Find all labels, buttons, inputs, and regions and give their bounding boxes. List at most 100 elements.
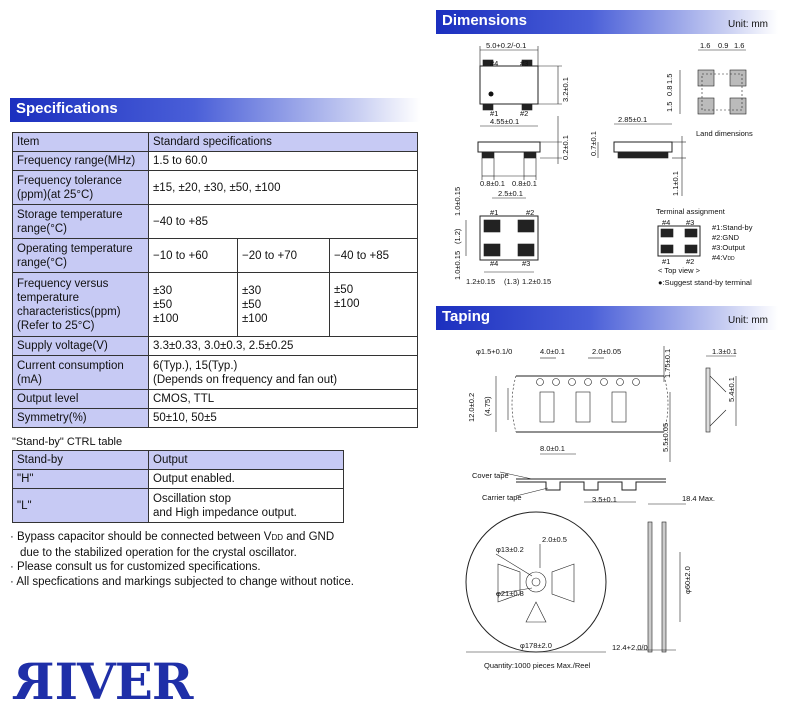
note-item: · Please consult us for customized speci… (10, 561, 261, 573)
pin-label: #4 (490, 59, 498, 68)
land-dim: 1.5 (665, 102, 674, 112)
dim-bottom-pitch: 2.5±0.1 (498, 189, 523, 198)
pin-label: #1 (490, 109, 498, 118)
standby-header: Stand-by (12, 450, 149, 470)
tape-width: 12.0±0.2 (467, 393, 476, 422)
pin-label: #2 (520, 109, 528, 118)
row-value: −40 to +85 (329, 238, 418, 273)
carrier-tape-label: Carrier tape (482, 493, 522, 502)
row-value: 6(Typ.), 15(Typ.)(Depends on frequency a… (148, 355, 418, 390)
terminal-4: #4:VDD (712, 253, 735, 262)
table-row: Output level CMOS, TTL (12, 389, 418, 409)
specifications-banner: Specifications (10, 98, 420, 122)
dim-side-width: 4.55±0.1 (490, 117, 519, 126)
cover-tape-label: Cover tape (472, 471, 509, 480)
notes: · Bypass capacitor should be connected b… (10, 530, 354, 589)
reel-inner-width: 12.4+2.0/0 (612, 643, 648, 652)
terminal-2: #2:GND (712, 233, 740, 242)
land-dim: 0.8 (665, 86, 674, 96)
tape-pitch4: 4.0±0.1 (540, 347, 565, 356)
pin-label: #3 (686, 218, 694, 227)
row-value: −40 to +85 (148, 204, 418, 239)
table-row: Supply voltage(V) 3.3±0.33, 3.0±0.3, 2.5… (12, 336, 418, 356)
item-header: Item (12, 132, 149, 152)
reel-hub: φ13±0.2 (496, 545, 524, 554)
river-logo: RIVER (14, 652, 193, 711)
dim-bottom-h1: 1.0±0.15 (453, 187, 462, 216)
pin-label: #1 (490, 208, 498, 217)
pin-label: #2 (526, 208, 534, 217)
dim-bottom-mid: (1.2) (453, 228, 462, 244)
tape-inner: (4.75) (483, 396, 492, 416)
row-label: Frequency tolerance(ppm)(at 25°C) (12, 170, 149, 205)
tape-pitch2: 2.0±0.05 (592, 347, 621, 356)
row-label: Output level (12, 389, 149, 409)
table-row: "H" Output enabled. (12, 469, 344, 489)
land-caption: Land dimensions (696, 129, 753, 138)
reel-width: 18.4 Max. (682, 494, 715, 503)
standby-dot (488, 91, 494, 97)
dim-height: 3.2±0.1 (561, 77, 570, 102)
tape-depth: 3.5±0.1 (592, 495, 617, 504)
row-value: ±50±100 (329, 272, 418, 337)
dimensions-unit: Unit: mm (728, 19, 768, 30)
dim-pad-width: 0.8±0.1 (480, 179, 505, 188)
suggest-label: ●:Suggest stand-by terminal (658, 278, 752, 287)
taping-banner: Taping (436, 306, 778, 330)
output-header: Output (148, 450, 344, 470)
terminal-title: Terminal assignment (656, 207, 726, 216)
row-value: 50±10, 50±5 (148, 408, 418, 428)
reel-quantity: Quantity:1000 pieces Max./Reel (484, 661, 591, 670)
dim-side-height: 0.2±0.1 (561, 135, 570, 160)
land-dim: 1.6 (734, 41, 744, 50)
dimensions-drawing: 5.0+0.2/-0.1 #4 #3 #1 #2 3.2±0.1 4.55±0.… (453, 41, 753, 287)
row-value: 3.3±0.33, 3.0±0.3, 2.5±0.25 (148, 336, 418, 356)
dim-width: 5.0+0.2/-0.1 (486, 41, 526, 50)
note-item: · All specfications and markings subject… (10, 575, 354, 588)
dim-bottom-mid-w: (1.3) (504, 277, 520, 286)
tape-hole: φ1.5+0.1/0 (476, 347, 512, 356)
table-row: Current consumption(mA) 6(Typ.), 15(Typ.… (12, 355, 418, 390)
dimensions-title: Dimensions (442, 12, 528, 29)
table-row: Symmetry(%) 50±10, 50±5 (12, 408, 418, 428)
standby-caption: "Stand-by" CTRL table (12, 436, 123, 448)
dim-bottom-w2: 1.2±0.15 (522, 277, 551, 286)
row-value: −10 to +60 (148, 238, 238, 273)
row-value: Output enabled. (148, 469, 344, 489)
reel-hub-dia: φ60±2.0 (683, 566, 692, 594)
row-value: −20 to +70 (237, 238, 330, 273)
row-value: CMOS, TTL (148, 389, 418, 409)
taping-title: Taping (442, 308, 491, 325)
dim-end-width: 2.85±0.1 (618, 115, 647, 124)
table-row: Frequency range(MHz) 1.5 to 60.0 (12, 151, 418, 171)
standard-header: Standard specifications (148, 132, 418, 152)
reel-diameter: φ178±2.0 (520, 641, 552, 650)
dim-total-height: 1.1±0.1 (671, 171, 680, 196)
terminal-1: #1:Stand-by (712, 223, 753, 232)
tape-cavity: 5.4±0.1 (727, 377, 736, 402)
row-value: ±15, ±20, ±30, ±50, ±100 (148, 170, 418, 205)
taping-drawing: φ1.5+0.1/0 4.0±0.1 2.0±0.05 1.75±0.1 1.3… (465, 346, 737, 670)
note-item: · Bypass capacitor should be connected b… (10, 531, 335, 543)
row-label: Frequency range(MHz) (12, 151, 149, 171)
note-item: due to the stabilized operation for the … (20, 546, 297, 559)
dim-pad-width2: 0.8±0.1 (512, 179, 537, 188)
row-label: "H" (12, 469, 149, 489)
land-dim: 1.6 (700, 41, 710, 50)
terminal-3: #3:Output (712, 243, 746, 252)
tape-thickness: 1.3±0.1 (712, 347, 737, 356)
pin-label: #4 (490, 259, 498, 268)
reel-slot: 2.0±0.5 (542, 535, 567, 544)
pin-label: #4 (662, 218, 670, 227)
row-label: Current consumption(mA) (12, 355, 149, 390)
dim-end-height: 0.7±0.1 (589, 131, 598, 156)
table-header-row: Item Standard specifications (12, 132, 418, 152)
pin-label: #2 (686, 257, 694, 266)
reel-bore: φ21±0.8 (496, 589, 524, 598)
tape-edge: 1.75±0.1 (663, 349, 672, 378)
table-row: Frequency tolerance(ppm)(at 25°C) ±15, ±… (12, 170, 418, 205)
